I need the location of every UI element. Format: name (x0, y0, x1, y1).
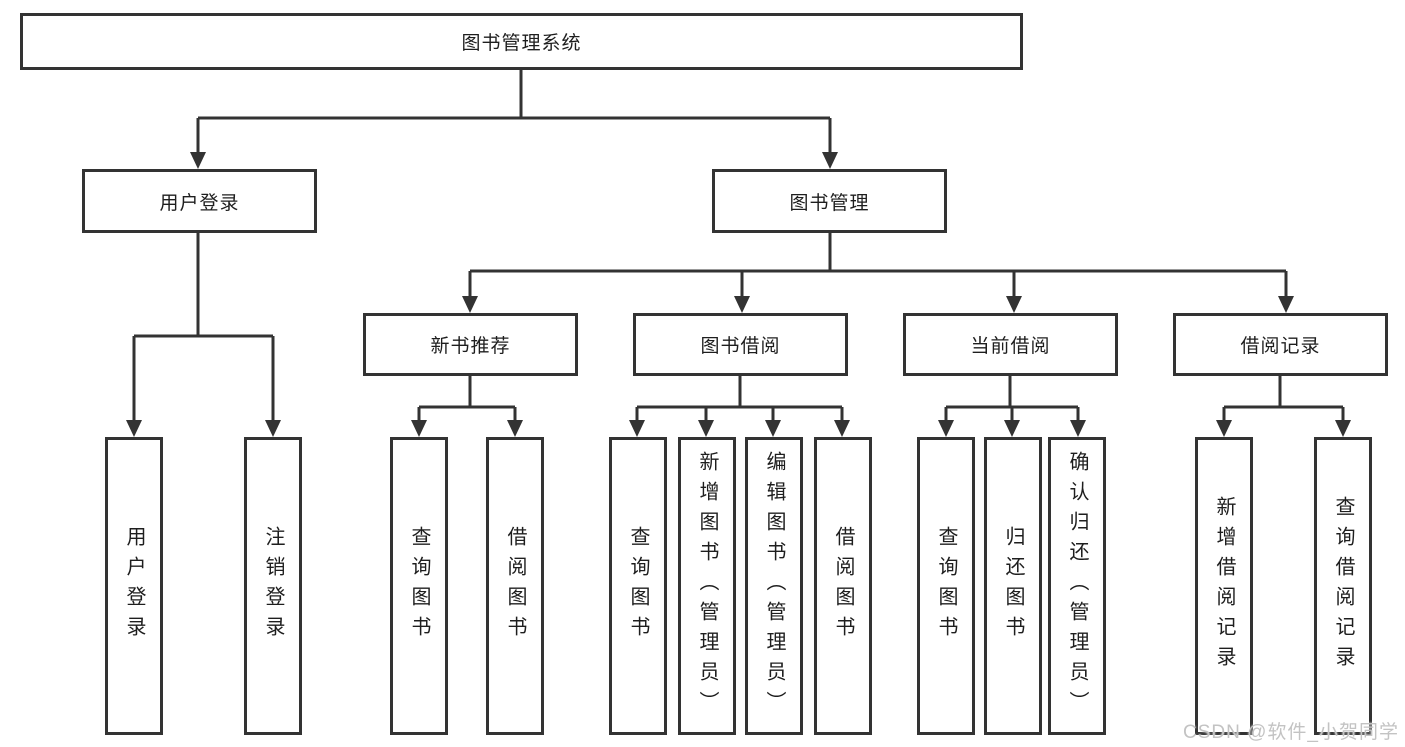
leaf-edit-books-admin: 编辑图书（管理员） (745, 437, 803, 735)
leaf-user-login-label: 用户登录 (123, 526, 145, 646)
leaf-confirm-return-admin: 确认归还（管理员） (1048, 437, 1106, 735)
leaf-logout-login-label: 注销登录 (262, 526, 284, 646)
leaf-borrow-books-borrowing-label: 借阅图书 (832, 526, 854, 646)
leaf-query-books-current: 查询图书 (917, 437, 975, 735)
leaf-edit-books-admin-label: 编辑图书（管理员） (763, 451, 785, 721)
leaf-add-borrow-record: 新增借阅记录 (1195, 437, 1253, 735)
node-book-management-system: 图书管理系统 (20, 13, 1023, 70)
node-user-login: 用户登录 (82, 169, 317, 233)
leaf-borrow-books-recommend: 借阅图书 (486, 437, 544, 735)
csdn-watermark: CSDN @软件_小贺同学 (1183, 722, 1399, 743)
leaf-query-books-recommend: 查询图书 (390, 437, 448, 735)
node-current-borrowing: 当前借阅 (903, 313, 1118, 376)
leaf-query-borrow-record-label: 查询借阅记录 (1332, 496, 1354, 676)
leaf-query-books-borrowing-label: 查询图书 (627, 526, 649, 646)
leaf-confirm-return-admin-label: 确认归还（管理员） (1066, 451, 1088, 721)
leaf-query-books-current-label: 查询图书 (935, 526, 957, 646)
leaf-query-borrow-record: 查询借阅记录 (1314, 437, 1372, 735)
leaf-borrow-books-recommend-label: 借阅图书 (504, 526, 526, 646)
leaf-add-books-admin-label: 新增图书（管理员） (696, 451, 718, 721)
node-borrowing-records: 借阅记录 (1173, 313, 1388, 376)
node-book-management: 图书管理 (712, 169, 947, 233)
leaf-query-books-recommend-label: 查询图书 (408, 526, 430, 646)
leaf-query-books-borrowing: 查询图书 (609, 437, 667, 735)
node-new-book-recommend: 新书推荐 (363, 313, 578, 376)
leaf-add-books-admin: 新增图书（管理员） (678, 437, 736, 735)
leaf-logout-login: 注销登录 (244, 437, 302, 735)
leaf-user-login: 用户登录 (105, 437, 163, 735)
node-book-borrowing: 图书借阅 (633, 313, 848, 376)
leaf-return-books-label: 归还图书 (1002, 526, 1024, 646)
leaf-return-books: 归还图书 (984, 437, 1042, 735)
leaf-add-borrow-record-label: 新增借阅记录 (1213, 496, 1235, 676)
leaf-borrow-books-borrowing: 借阅图书 (814, 437, 872, 735)
